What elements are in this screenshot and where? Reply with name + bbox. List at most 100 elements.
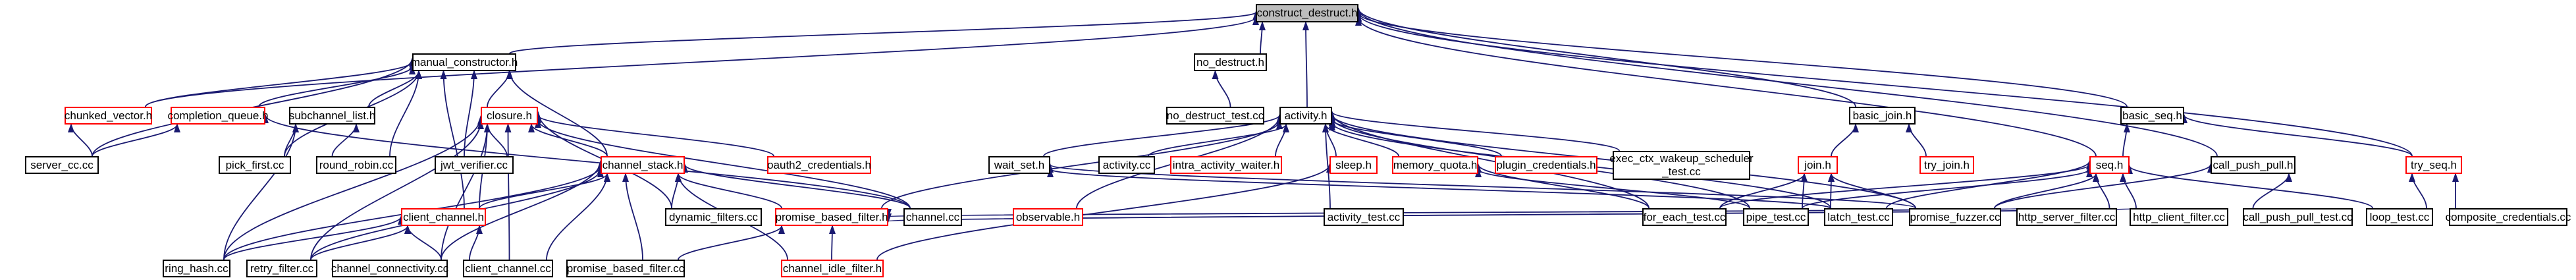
- graph-node-channel-connectivity-cc[interactable]: channel_connectivity.cc: [331, 260, 448, 277]
- graph-node-subchannel-list-h[interactable]: subchannel_list.h: [289, 107, 375, 125]
- edge-retry_filter_cc-to-client_channel_h: [310, 225, 411, 260]
- edge-http_client_filter_cc-to-seq_h: [2120, 173, 2137, 209]
- graph-node-chunked-vector-h[interactable]: chunked_vector.h: [65, 107, 152, 125]
- edge-for_each_test_cc-to-activity_h: [1329, 112, 1650, 209]
- graph-node-promise-based-filter-h[interactable]: promise_based_filter.h: [775, 208, 888, 226]
- graph-node-loop-test-cc[interactable]: loop_test.cc: [2366, 208, 2433, 226]
- edge-call_push_pull_h-to-construct_destruct_h: [1355, 8, 2218, 157]
- graph-node-round-robin-cc[interactable]: round_robin.cc: [316, 156, 396, 174]
- edge-promise_fuzzer_cc-to-join_h: [1828, 173, 1916, 209]
- edge-exec_ctx_wakeup_scheduler_test_cc-to-activity_h: [1329, 111, 1620, 152]
- edge-round_robin_cc-to-subchannel_list_h: [331, 123, 360, 157]
- graph-node-seq-h[interactable]: seq.h: [2089, 156, 2130, 174]
- graph-node-sleep-h[interactable]: sleep.h: [1329, 156, 1378, 174]
- graph-node-manual-constructor-h[interactable]: manual_constructor.h: [411, 53, 518, 71]
- edge-seq_h-to-basic_seq_h: [2122, 123, 2130, 157]
- edge-channel_idle_filter_h-to-sleep_h: [876, 163, 1333, 260]
- graph-node-basic-join-h[interactable]: basic_join.h: [1849, 107, 1916, 125]
- graph-node-jwt-verifier-cc[interactable]: jwt_verifier.cc: [435, 156, 514, 174]
- edge-basic_seq_h-to-construct_destruct_h: [1355, 12, 2128, 107]
- edge-intra_activity_waiter_h-to-activity_h: [1275, 123, 1289, 157]
- graph-node-channel-idle-filter-h[interactable]: channel_idle_filter.h: [781, 260, 884, 277]
- graph-node-no-destruct-test-cc[interactable]: no_destruct_test.cc: [1166, 107, 1264, 125]
- graph-node-activity-cc[interactable]: activity.cc: [1098, 156, 1155, 174]
- graph-node-memory-quota-h[interactable]: memory_quota.h: [1392, 156, 1478, 174]
- graph-node-http-client-filter-cc[interactable]: http_client_filter.cc: [2130, 208, 2228, 226]
- edge-promise_based_filter_h-to-activity_h: [881, 120, 1283, 209]
- edge-jwt_verifier_cc-to-manual_constructor_h: [464, 70, 477, 157]
- edge-dynamic_filters_cc-to-channel_stack_h: [671, 173, 682, 209]
- graph-node-client-channel-h[interactable]: client_channel.h: [401, 208, 486, 226]
- edge-for_each_test_cc-to-join_h: [1719, 173, 1808, 209]
- graph-node-no-destruct-h[interactable]: no_destruct.h: [1194, 53, 1267, 71]
- graph-node-activity-h[interactable]: activity.h: [1279, 107, 1332, 125]
- edge-ring_hash_cc-to-client_channel_h: [223, 215, 404, 260]
- graph-node-exec-ctx-wakeup-scheduler-test-cc[interactable]: exec_ctx_wakeup_scheduler _test.cc: [1609, 151, 1754, 180]
- edge-promise_fuzzer_cc-to-call_push_pull_h: [1994, 163, 2214, 209]
- graph-node-wait-set-h[interactable]: wait_set.h: [988, 156, 1050, 174]
- edge-loop_test_cc-to-try_seq_h: [2409, 173, 2427, 209]
- edge-channel_stack_h-to-manual_constructor_h: [506, 70, 608, 157]
- edge-no_destruct_h-to-construct_destruct_h: [1258, 21, 1266, 54]
- edge-client_channel_cc-to-client_channel_h: [469, 225, 483, 260]
- edge-ring_hash_cc-to-subchannel_list_h: [223, 123, 299, 260]
- graph-node-basic-seq-h[interactable]: basic_seq.h: [2120, 107, 2184, 125]
- graph-node-join-h[interactable]: join.h: [1798, 156, 1838, 174]
- edge-basic_join_h-to-construct_destruct_h: [1355, 7, 1856, 107]
- edge-loop_test_cc-to-seq_h: [2126, 165, 2373, 209]
- graph-node-observable-h[interactable]: observable.h: [1013, 208, 1083, 226]
- graph-node-channel-stack-h[interactable]: channel_stack.h: [601, 156, 685, 174]
- edge-promise_based_filter_cc-to-promise_based_filter_h: [678, 225, 785, 260]
- edge-promise_based_filter_cc-to-channel_stack_h: [622, 173, 643, 260]
- graph-node-intra-activity-waiter-h[interactable]: intra_activity_waiter.h: [1170, 156, 1282, 174]
- graph-node-for-each-test-cc[interactable]: for_each_test.cc: [1642, 208, 1727, 226]
- edge-channel_connectivity_cc-to-closure_h: [441, 123, 491, 260]
- edge-server_cc_cc-to-completion_queue_h: [92, 123, 180, 157]
- edge-channel_cc-to-completion_queue_h: [262, 114, 911, 209]
- edge-completion_queue_h-to-manual_constructor_h: [258, 65, 416, 107]
- edge-client_channel_cc-to-channel_stack_h: [546, 173, 610, 260]
- graph-node-server-cc-cc[interactable]: server_cc.cc: [25, 156, 99, 174]
- edge-subchannel_list_h-to-manual_constructor_h: [368, 70, 422, 107]
- graph-node-promise-based-filter-cc[interactable]: promise_based_filter.cc: [566, 260, 685, 277]
- edge-for_each_test_cc-to-memory_quota_h: [1475, 163, 1650, 209]
- graph-node-pipe-test-cc[interactable]: pipe_test.cc: [1743, 208, 1809, 226]
- edge-wait_set_h-to-activity_h: [1043, 114, 1283, 157]
- graph-node-promise-fuzzer-cc[interactable]: promise_fuzzer.cc: [1909, 208, 2001, 226]
- edge-call_push_pull_test_cc-to-call_push_pull_h: [2252, 173, 2292, 209]
- edge-server_cc_cc-to-chunked_vector_h: [68, 123, 93, 157]
- graph-node-oauth2-credentials-h[interactable]: oauth2_credentials.h: [767, 156, 871, 174]
- edge-jwt_verifier_cc-to-closure_h: [484, 123, 508, 157]
- graph-node-activity-test-cc[interactable]: activity_test.cc: [1324, 208, 1404, 226]
- graph-node-plugin-credentials-h[interactable]: plugin_credentials.h: [1495, 156, 1597, 174]
- edge-chunked_vector_h-to-manual_constructor_h: [145, 61, 416, 107]
- edge-client_channel_cc-to-closure_h: [504, 123, 512, 260]
- edge-ring_hash_cc-to-closure_h: [223, 115, 484, 260]
- edge-http_server_filter_cc-to-seq_h: [2093, 173, 2110, 209]
- edge-join_h-to-basic_join_h: [1831, 123, 1859, 157]
- edge-promise_based_filter_h-to-channel_stack_h: [675, 173, 782, 209]
- graph-node-client-channel-cc[interactable]: client_channel.cc: [463, 260, 553, 277]
- graph-node-completion-queue-h[interactable]: completion_queue.h: [167, 107, 269, 125]
- edge-pipe_test_cc-to-join_h: [1800, 173, 1808, 209]
- edge-client_channel_h-to-manual_constructor_h: [440, 70, 465, 209]
- graph-node-try-join-h[interactable]: try_join.h: [1919, 156, 1974, 174]
- graph-node-try-seq-h[interactable]: try_seq.h: [2405, 156, 2462, 174]
- graph-node-pick-first-cc[interactable]: pick_first.cc: [219, 156, 291, 174]
- graph-node-latch-test-cc[interactable]: latch_test.cc: [1824, 208, 1893, 226]
- graph-node-channel-cc[interactable]: channel.cc: [903, 208, 962, 226]
- graph-node-composite-credentials-cc[interactable]: composite_credentials.cc: [2446, 208, 2571, 226]
- graph-node-http-server-filter-cc[interactable]: http_server_filter.cc: [2016, 208, 2117, 226]
- graph-node-call-push-pull-h[interactable]: call_push_pull.h: [2211, 156, 2295, 174]
- graph-node-dynamic-filters-cc[interactable]: dynamic_filters.cc: [665, 208, 762, 226]
- graph-node-closure-h[interactable]: closure.h: [481, 107, 538, 125]
- graph-node-retry-filter-cc[interactable]: retry_filter.cc: [246, 260, 317, 277]
- edge-chunked_vector_h-to-construct_destruct_h: [145, 16, 1259, 107]
- graph-node-call-push-pull-test-cc[interactable]: call_push_pull_test.cc: [2243, 208, 2353, 226]
- graph-node-ring-hash-cc[interactable]: ring_hash.cc: [163, 260, 230, 277]
- edge-activity_h-to-construct_destruct_h: [1302, 21, 1310, 107]
- edge-channel_cc-to-closure_h: [535, 119, 911, 209]
- graph-node-construct-destruct-h[interactable]: construct_destruct.h: [1256, 4, 1358, 22]
- edge-client_channel_h-to-channel_stack_h: [479, 173, 610, 209]
- edge-round_robin_cc-to-manual_constructor_h: [389, 70, 422, 157]
